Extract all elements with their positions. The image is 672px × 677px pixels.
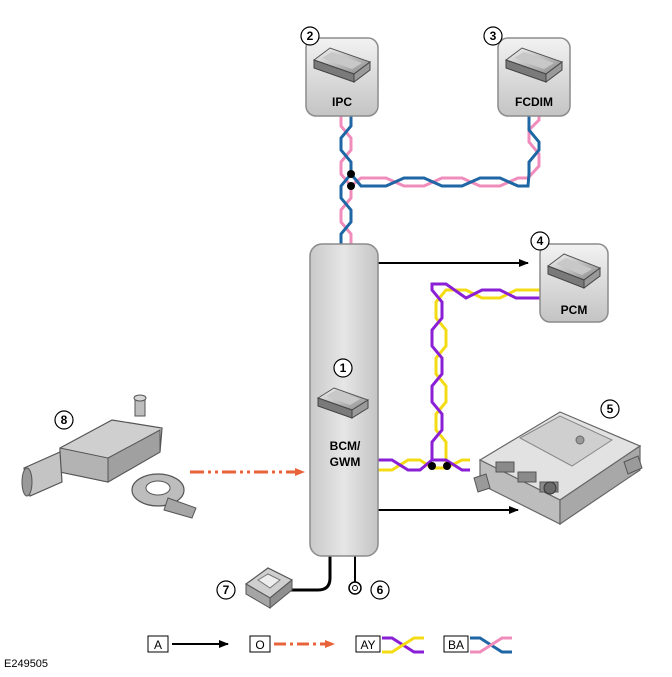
battery-monitor-number-badge	[600, 399, 620, 419]
legend-item-ba: BA	[443, 635, 512, 654]
fcdim-number-badge	[483, 26, 503, 46]
ignition-switch-number-badge	[54, 410, 74, 430]
pcm-number: 4	[537, 234, 544, 248]
battery-monitor-number: 5	[607, 402, 614, 416]
legend-key-ba: BA	[448, 638, 464, 652]
bcm-gwm-module: 1 BCM/ GWM	[309, 243, 379, 557]
legend-key-a: A	[154, 638, 162, 652]
legend-key-ay: AY	[360, 638, 375, 652]
ignition-switch-number: 8	[61, 413, 68, 427]
bcm-number-badge	[333, 358, 353, 378]
fuse-number-badge	[216, 580, 236, 600]
legend-item-a: A	[147, 635, 229, 653]
ground-number: 6	[377, 583, 384, 597]
fuse: 7	[216, 567, 294, 610]
ipc-number-badge	[300, 26, 320, 46]
bcm-number: 1	[340, 361, 347, 375]
ground-number-badge	[370, 580, 390, 600]
fuse-number: 7	[223, 583, 230, 597]
legend: A O AY BA	[147, 635, 512, 654]
bcm-label-line2: GWM	[330, 455, 361, 469]
fcdim-label: FCDIM	[515, 95, 553, 109]
ipc-number: 2	[307, 29, 314, 43]
can-bus-twisted-pair	[339, 116, 541, 244]
fcdim-number: 3	[490, 29, 497, 43]
pcm-label: PCM	[561, 303, 588, 317]
fuse-wire	[290, 556, 332, 592]
ground-point: 6	[348, 580, 390, 600]
legend-item-ay: AY	[355, 635, 424, 654]
ipc-label: IPC	[332, 95, 352, 109]
fcdim-module: FCDIM 3	[483, 26, 571, 117]
legend-item-o: O	[249, 635, 335, 653]
pcm-chip-icon	[546, 253, 602, 289]
legend-key-o: O	[255, 638, 264, 652]
battery-monitor-module: 5	[473, 399, 643, 526]
fcdim-chip-icon	[504, 47, 564, 83]
bcm-label-line1: BCM/	[330, 439, 361, 453]
ignition-switch: 8	[21, 394, 197, 519]
pcm-number-badge	[530, 231, 550, 251]
bcm-chip-icon	[316, 387, 370, 419]
pcm-module: PCM 4	[530, 231, 609, 323]
lin-bus-twisted-pair	[378, 282, 540, 472]
ipc-chip-icon	[312, 47, 372, 83]
figure-id: E249505	[4, 658, 48, 670]
ipc-module: IPC 2	[300, 26, 379, 117]
